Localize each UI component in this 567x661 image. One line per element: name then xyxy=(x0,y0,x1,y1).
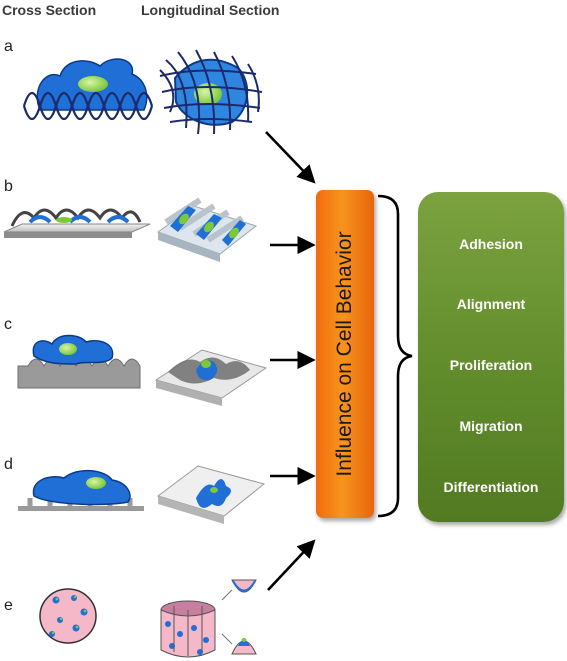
curly-brace xyxy=(377,194,413,518)
arrow-e xyxy=(267,539,316,591)
row-e-longitudinal-illustration xyxy=(160,600,216,658)
influence-box: Influence on Cell Behavior xyxy=(316,190,374,518)
outcome-proliferation: Proliferation xyxy=(449,357,533,373)
row-a-longitudinal-illustration xyxy=(159,49,263,135)
row-label-b: b xyxy=(4,178,13,195)
row-b-longitudinal-illustration xyxy=(156,197,258,262)
outcome-alignment: Alignment xyxy=(456,296,526,312)
outcome-adhesion: Adhesion xyxy=(459,236,523,252)
influence-box-label: Influence on Cell Behavior xyxy=(333,231,356,477)
row-d-longitudinal-illustration xyxy=(156,465,266,524)
outcomes-box: Adhesion Alignment Proliferation Migrati… xyxy=(418,192,564,522)
outcome-migration: Migration xyxy=(459,418,523,434)
row-label-d: d xyxy=(4,456,13,473)
row-e-pore-insets xyxy=(221,579,257,655)
cross-section-header: Cross Section xyxy=(2,2,97,18)
row-c-cross-section-illustration xyxy=(17,334,141,389)
row-label-c: c xyxy=(4,316,12,333)
row-e-cross-section-illustration xyxy=(39,588,97,644)
outcome-differentiation: Differentiation xyxy=(443,479,539,495)
row-label-a: a xyxy=(4,38,13,55)
row-a-cross-section-illustration xyxy=(22,58,154,121)
row-c-longitudinal-illustration xyxy=(154,349,268,406)
longitudinal-section-header: Longitudinal Section xyxy=(141,2,280,18)
arrows xyxy=(265,131,316,591)
row-d-cross-section-illustration xyxy=(18,469,144,511)
row-b-cross-section-illustration xyxy=(3,208,151,238)
arrow-a xyxy=(265,131,316,184)
row-label-e: e xyxy=(4,597,13,614)
